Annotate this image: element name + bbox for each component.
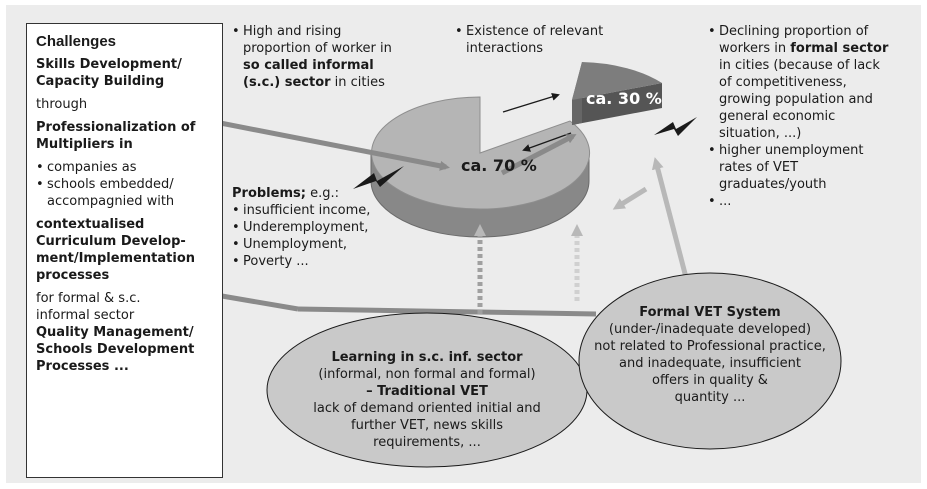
- skills-line-1: Skills Development/: [36, 57, 182, 72]
- professionalization-text: Professionalization of Multipliers in: [36, 119, 213, 153]
- pie-small-slice: [572, 62, 662, 125]
- formal-line-5: offers in quality &: [652, 373, 768, 388]
- curr-line-4: processes: [36, 268, 110, 283]
- schools-line-2: accompagnied with: [47, 194, 175, 209]
- formal-line-1: Formal VET System: [639, 305, 781, 320]
- learning-line-4: lack of demand oriented initial and: [313, 401, 541, 416]
- problems-item: Unemployment,: [232, 236, 402, 253]
- learning-line-3: – Traditional VET: [366, 384, 488, 399]
- through-text: through: [36, 97, 88, 112]
- tr-b2-line-1: higher unemployment: [719, 143, 864, 158]
- formal-vet-text: Formal VET System (under-/inadequate dev…: [585, 304, 835, 406]
- problems-title: Problems;: [232, 186, 306, 201]
- challenges-title: Challenges: [36, 33, 117, 50]
- diagram-graphics: [209, 62, 842, 468]
- learning-line-1: Learning in s.c. inf. sector: [331, 350, 523, 365]
- tl-line-4: (s.c.) sector: [243, 75, 331, 90]
- tl-line-4-rest: in cities: [330, 75, 385, 90]
- problems-item: insufficient income,: [232, 202, 402, 219]
- curriculum-text: contextualised Curriculum Develop- ment/…: [36, 216, 213, 284]
- problems-title-rest: e.g.:: [305, 186, 339, 201]
- challenges-box: Challenges Skills Development/ Capacity …: [26, 23, 223, 478]
- qm-line-2: Schools Development: [36, 342, 195, 357]
- formal-sector-bullet: Declining proportion of workers in forma…: [708, 23, 916, 142]
- formal-line-2: (under-/inadequate developed): [608, 322, 812, 337]
- curr-line-1: contextualised: [36, 217, 145, 232]
- arrow-curriculum-shaft: [297, 306, 597, 317]
- pie-large-slice: [370, 96, 591, 238]
- arrow-curriculum-to-learning: [215, 292, 299, 312]
- interactions-note: Existence of relevant interactions: [455, 23, 645, 57]
- tr-line-7: situation, ...): [719, 126, 802, 141]
- skills-text: Skills Development/ Capacity Building: [36, 56, 213, 90]
- lightning-bolt-left: [353, 166, 404, 189]
- tl-line-2: proportion of worker in: [243, 41, 392, 56]
- prof-line-1: Professionalization of: [36, 120, 196, 135]
- ellipsis-bullet: ...: [708, 193, 916, 210]
- qm-line-3: Processes ...: [36, 359, 129, 374]
- pie-label-large: ca. 70 %: [461, 156, 537, 175]
- tr-b2-line-2: rates of VET: [719, 160, 799, 175]
- multipliers-item-companies: companies as: [36, 159, 213, 176]
- formal-sector-note: Declining proportion of workers in forma…: [708, 23, 916, 210]
- tl-line-3: so called informal: [243, 58, 374, 73]
- curr-line-3: ment/Implementation: [36, 251, 196, 266]
- problems-item: Underemployment,: [232, 219, 402, 236]
- tr-line-5: growing population and: [719, 92, 873, 107]
- for-line-1: for formal & s.c.: [36, 291, 141, 306]
- tr-line-1: Declining proportion of: [719, 24, 869, 39]
- tr-b2-line-3: graduates/youth: [719, 177, 827, 192]
- informal-sector-bullet: High and rising proportion of worker in …: [232, 23, 432, 91]
- tr-line-6: general economic: [719, 109, 836, 124]
- unemployment-bullet: higher unemployment rates of VET graduat…: [708, 142, 916, 193]
- arrow-formalvet-to-small: [651, 157, 692, 290]
- problems-item: Poverty ...: [232, 253, 402, 270]
- for-line-2: informal sector: [36, 308, 135, 323]
- problems-heading: Problems; e.g.:: [232, 185, 402, 202]
- learning-line-6: requirements, ...: [373, 435, 481, 450]
- tc-line-2: interactions: [466, 41, 544, 56]
- arrow-formal-to-slice: [500, 133, 577, 176]
- informal-sector-note: High and rising proportion of worker in …: [232, 23, 432, 91]
- diagram-frame: Challenges Skills Development/ Capacity …: [6, 5, 921, 483]
- learning-line-5: further VET, news skills: [351, 418, 503, 433]
- formal-line-4: and inadequate, insufficient: [619, 356, 801, 371]
- problems-note: Problems; e.g.: insufficient income, Und…: [232, 185, 402, 270]
- formal-line-6: quantity ...: [674, 390, 746, 405]
- tr-line-2-bold: formal sector: [790, 41, 889, 56]
- tr-line-2-pre: workers in: [719, 41, 791, 56]
- formal-line-3: not related to Professional practice,: [594, 339, 826, 354]
- for-formal-text: for formal & s.c. informal sector: [36, 290, 213, 324]
- curr-line-2: Curriculum Develop-: [36, 234, 186, 249]
- multipliers-item-schools: schools embedded/ accompagnied with: [36, 176, 213, 210]
- learning-line-2: (informal, non formal and formal): [318, 367, 536, 382]
- skills-line-2: Capacity Building: [36, 74, 165, 89]
- interaction-arrow-left: [522, 132, 572, 152]
- interaction-arrow-right: [502, 92, 560, 113]
- schools-line-1: schools embedded/: [47, 177, 174, 192]
- tl-line-1: High and rising: [243, 24, 342, 39]
- pie-label-small: ca. 30 %: [586, 89, 662, 108]
- qm-line-1: Quality Management/: [36, 325, 194, 340]
- tr-line-4: of competitiveness,: [719, 75, 847, 90]
- multipliers-list: companies as schools embedded/ accompagn…: [36, 159, 213, 210]
- arrow-skills-to-informal: [209, 118, 450, 171]
- arrow-formalvet-to-pie: [612, 186, 648, 210]
- formal-ellipse: [578, 272, 842, 450]
- quality-management-text: Quality Management/ Schools Development …: [36, 324, 213, 375]
- lightning-bolt-right: [654, 117, 697, 136]
- tr-line-3: in cities (because of lack: [719, 58, 880, 73]
- learning-text: Learning in s.c. inf. sector (informal, …: [287, 349, 567, 451]
- tc-line-1: Existence of relevant: [466, 24, 604, 39]
- prof-line-2: Multipliers in: [36, 137, 133, 152]
- interactions-bullet: Existence of relevant interactions: [455, 23, 645, 57]
